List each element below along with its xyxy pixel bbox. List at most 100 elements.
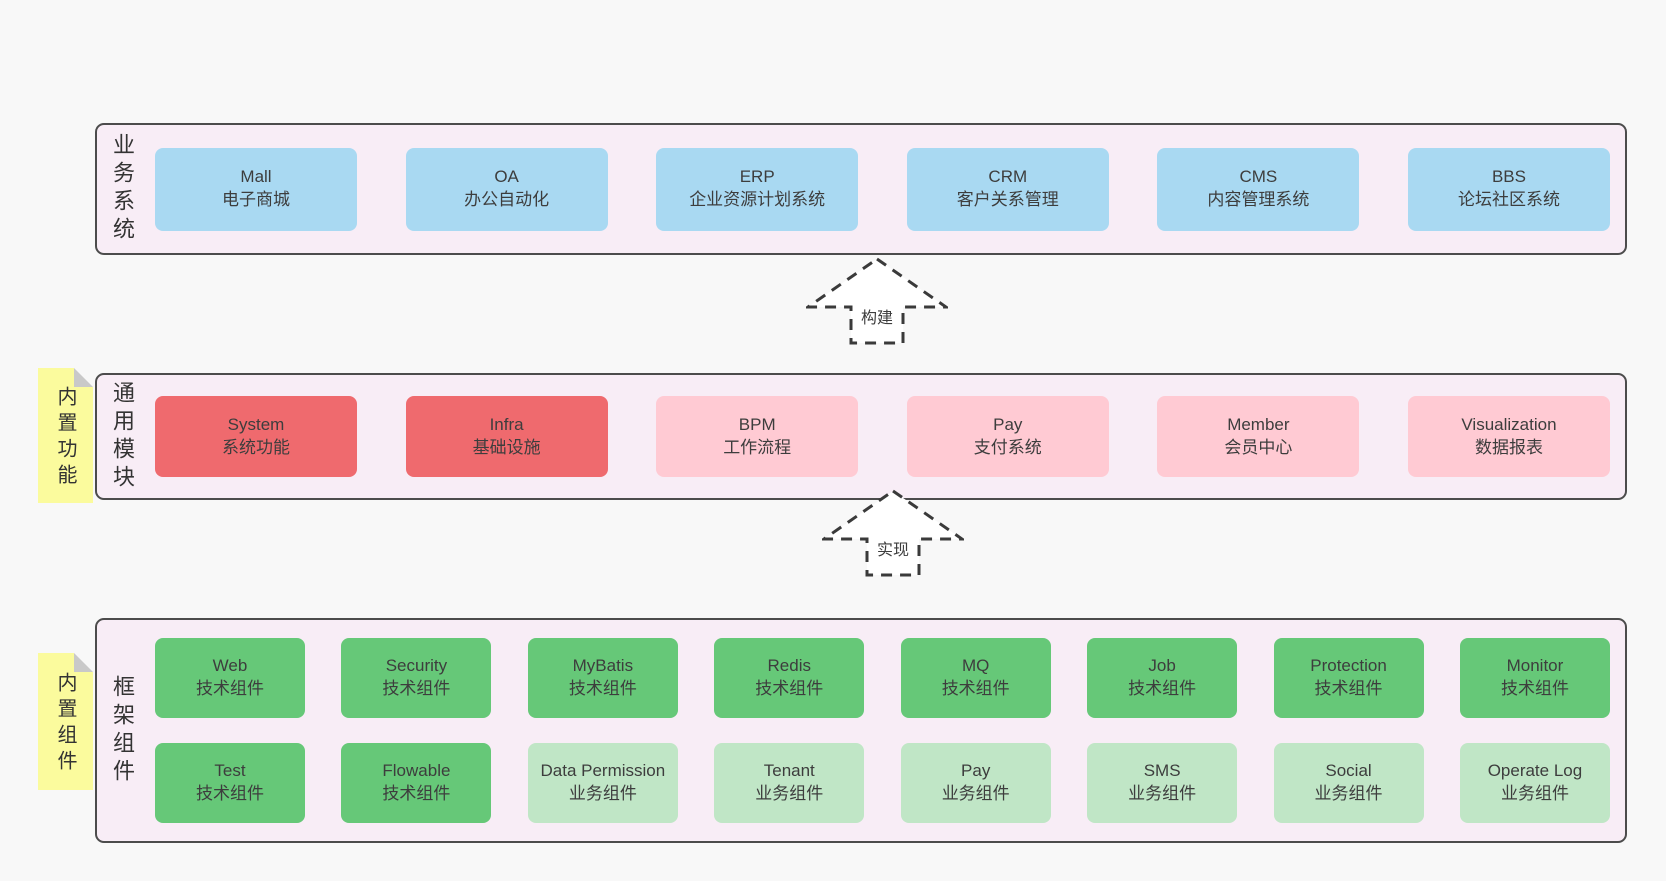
box-infra: Infra 基础设施 xyxy=(405,396,608,477)
box-subtitle: 论坛社区系统 xyxy=(1457,190,1560,209)
box-subtitle: 业务组件 xyxy=(568,784,637,803)
box-title: MQ xyxy=(961,656,990,676)
section-business-systems: 业务系统 Mall 电子商城 OA 办公自动化 ERP 企业资源计划系统 CRM 客户关系管理… xyxy=(95,123,1627,255)
box-subtitle: 业务组件 xyxy=(941,784,1010,803)
box-subtitle: 基础设施 xyxy=(472,437,541,457)
box-title: Mall xyxy=(240,167,272,187)
box-erp: ERP 企业资源计划系统 xyxy=(656,147,859,231)
box-title: Test xyxy=(214,761,246,781)
box-mq: MQ 技术组件 xyxy=(900,638,1051,718)
box-title: Pay xyxy=(993,414,1023,434)
box-mybatis: MyBatis 技术组件 xyxy=(527,638,678,718)
box-subtitle: 业务组件 xyxy=(1314,784,1383,803)
box-title: System xyxy=(227,414,285,434)
build-arrow-icon: 构建 xyxy=(806,257,948,345)
box-title: Data Permission xyxy=(540,761,666,781)
box-title: Operate Log xyxy=(1487,761,1583,781)
box-subtitle: 技术组件 xyxy=(382,679,451,698)
box-subtitle: 技术组件 xyxy=(196,784,264,803)
build-arrow-label: 构建 xyxy=(857,304,897,328)
box-monitor: Monitor 技术组件 xyxy=(1459,638,1610,718)
box-test: Test 技术组件 xyxy=(155,743,305,823)
box-title: CMS xyxy=(1239,167,1278,187)
box-title: BPM xyxy=(738,414,776,434)
box-title: Flowable xyxy=(382,761,451,781)
box-subtitle: 技术组件 xyxy=(755,679,824,698)
sticky-note-label: 内置组件 xyxy=(54,672,76,777)
box-title: Visualization xyxy=(1461,414,1557,434)
box-title: Infra xyxy=(489,414,524,434)
box-title: Web xyxy=(212,656,248,676)
box-subtitle: 办公自动化 xyxy=(464,190,550,209)
box-web: Web 技术组件 xyxy=(155,638,305,718)
box-title: Tenant xyxy=(763,761,815,781)
box-subtitle: 技术组件 xyxy=(1128,679,1197,698)
box-subtitle: 工作流程 xyxy=(723,437,792,457)
box-subtitle: 技术组件 xyxy=(196,679,264,698)
sticky-note-built-in-features: 内置功能 xyxy=(38,368,93,503)
box-subtitle: 电子商城 xyxy=(222,190,290,209)
box-title: OA xyxy=(494,167,519,187)
box-sms: SMS 业务组件 xyxy=(1087,743,1238,823)
box-title: Monitor xyxy=(1506,656,1564,676)
sticky-note-built-in-components: 内置组件 xyxy=(38,653,93,790)
section-side-label: 框架组件 xyxy=(110,674,135,787)
box-visualization: Visualization 数据报表 xyxy=(1407,396,1610,477)
section-side-label: 业务系统 xyxy=(110,133,135,245)
section-side-label: 通用模块 xyxy=(110,380,135,493)
box-subtitle: 业务组件 xyxy=(755,784,824,803)
box-redis: Redis 技术组件 xyxy=(714,638,865,718)
box-subtitle: 业务组件 xyxy=(1128,784,1197,803)
box-operate-log: Operate Log 业务组件 xyxy=(1459,743,1610,823)
box-subtitle: 数据报表 xyxy=(1474,437,1543,457)
box-title: Social xyxy=(1325,761,1372,781)
box-title: MyBatis xyxy=(572,656,634,676)
box-mall: Mall 电子商城 xyxy=(155,147,357,231)
box-subtitle: 企业资源计划系统 xyxy=(689,190,826,209)
box-subtitle: 技术组件 xyxy=(1500,679,1569,698)
box-subtitle: 客户关系管理 xyxy=(956,190,1059,209)
box-bpm: BPM 工作流程 xyxy=(656,396,859,477)
box-tenant: Tenant 业务组件 xyxy=(714,743,865,823)
box-title: Security xyxy=(385,656,448,676)
box-subtitle: 支付系统 xyxy=(973,437,1042,457)
section-boxes-area: Mall 电子商城 OA 办公自动化 ERP 企业资源计划系统 CRM 客户关系管理 CMS 内容… xyxy=(155,125,1610,253)
box-subtitle: 内容管理系统 xyxy=(1207,190,1310,209)
box-title: ERP xyxy=(739,167,775,187)
section-common-modules: 通用模块 System 系统功能 Infra 基础设施 BPM 工作流程 Pay 支付系统 Me… xyxy=(95,373,1627,500)
box-subtitle: 技术组件 xyxy=(568,679,637,698)
box-title: SMS xyxy=(1143,761,1181,781)
sticky-note-label: 内置功能 xyxy=(54,386,76,491)
box-job: Job 技术组件 xyxy=(1087,638,1238,718)
implement-arrow-label: 实现 xyxy=(873,536,913,560)
box-subtitle: 系统功能 xyxy=(222,437,290,457)
box-cms: CMS 内容管理系统 xyxy=(1157,147,1360,231)
box-security: Security 技术组件 xyxy=(341,638,492,718)
box-title: Protection xyxy=(1310,656,1387,676)
box-protection: Protection 技术组件 xyxy=(1273,638,1424,718)
box-social: Social 业务组件 xyxy=(1273,743,1424,823)
box-data-permission: Data Permission 业务组件 xyxy=(527,743,678,823)
box-oa: OA 办公自动化 xyxy=(405,147,608,231)
box-row: Mall 电子商城 OA 办公自动化 ERP 企业资源计划系统 CRM 客户关系管理 CMS 内容… xyxy=(155,147,1610,231)
box-system: System 系统功能 xyxy=(155,396,357,477)
box-subtitle: 技术组件 xyxy=(382,784,451,803)
box-flowable: Flowable 技术组件 xyxy=(341,743,492,823)
box-subtitle: 技术组件 xyxy=(1314,679,1383,698)
box-title: Job xyxy=(1148,656,1176,676)
box-subtitle: 业务组件 xyxy=(1500,784,1569,803)
box-pay: Pay 支付系统 xyxy=(906,396,1109,477)
box-subtitle: 会员中心 xyxy=(1224,437,1293,457)
box-title: Redis xyxy=(767,656,811,676)
box-title: CRM xyxy=(988,167,1028,187)
box-subtitle: 技术组件 xyxy=(941,679,1010,698)
